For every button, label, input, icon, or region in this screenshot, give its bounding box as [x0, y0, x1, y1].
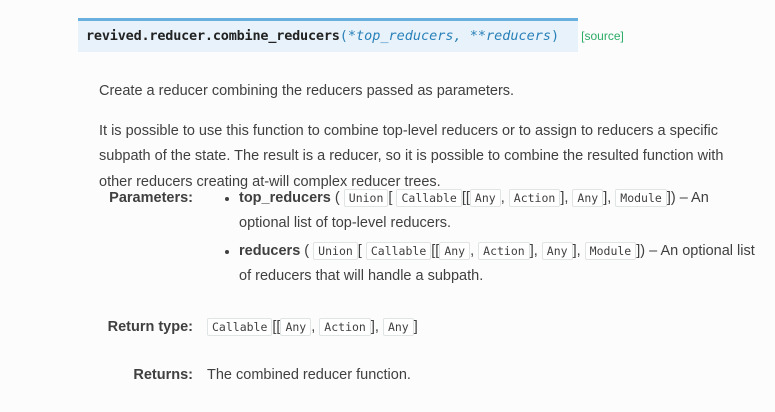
- type-bracket: ],: [529, 243, 538, 259]
- type-bracket: ],: [370, 319, 379, 335]
- type-token: Any: [469, 189, 501, 207]
- parameters-row: Parameters: top_reducers ( Union[ Callab…: [99, 186, 759, 289]
- type-bracket: [[: [431, 243, 440, 259]
- signature-parameters: *top_reducers, **reducers: [347, 28, 552, 44]
- type-token: Any: [280, 318, 312, 336]
- type-bracket: ]: [666, 190, 671, 206]
- parameter-description: An optional list of reducers that will h…: [239, 243, 755, 284]
- type-token: Action: [478, 242, 530, 260]
- type-comma: ,: [311, 319, 316, 335]
- type-bracket: ]: [636, 243, 641, 259]
- type-token: Module: [584, 242, 637, 260]
- list-item: top_reducers ( Union[ Callable[[Any, Act…: [225, 186, 759, 236]
- parameters-label: Parameters:: [109, 190, 193, 206]
- type-token: Union: [343, 189, 389, 207]
- type-token: Any: [382, 318, 414, 336]
- type-bracket: ],: [560, 190, 569, 206]
- description-paragraph-2: It is possible to use this function to c…: [99, 122, 724, 190]
- type-token: Callable: [396, 189, 462, 207]
- param-separator: –: [649, 243, 658, 259]
- type-token: Action: [319, 318, 371, 336]
- type-token: Any: [439, 242, 471, 260]
- type-comma: ,: [470, 243, 475, 259]
- description-paragraph-1: Create a reducer combining the reducers …: [99, 82, 515, 99]
- returns-description: The combined reducer function.: [207, 367, 411, 383]
- type-bracket: [[: [461, 190, 470, 206]
- type-bracket: [: [357, 243, 362, 259]
- source-link[interactable]: [source]: [581, 29, 624, 43]
- type-token: Any: [572, 189, 604, 207]
- param-separator: –: [679, 190, 688, 206]
- function-signature-line: revived.reducer.combine_reducers(*top_re…: [86, 27, 624, 46]
- type-open-paren: (: [334, 190, 340, 206]
- returns-label: Returns:: [133, 367, 193, 383]
- return-type-body: Callable[[Any, Action], Any]: [193, 315, 759, 340]
- type-comma: ,: [500, 190, 505, 206]
- signature-open-paren: (: [339, 28, 348, 44]
- returns-row: Returns: The combined reducer function.: [99, 363, 759, 388]
- list-item: reducers ( Union[ Callable[[Any, Action]…: [225, 239, 759, 289]
- function-signature-block: revived.reducer.combine_reducers(*top_re…: [78, 18, 624, 52]
- parameter-name: top_reducers: [239, 190, 331, 206]
- type-bracket: [: [388, 190, 393, 206]
- signature-close-paren: ): [551, 28, 560, 44]
- function-qualified-name: revived.reducer.combine_reducers: [86, 28, 340, 44]
- parameters-body: top_reducers ( Union[ Callable[[Any, Act…: [193, 186, 759, 289]
- type-bracket: ],: [572, 243, 581, 259]
- type-token: Any: [541, 242, 573, 260]
- type-bracket: ],: [603, 190, 612, 206]
- parameter-name: reducers: [239, 243, 301, 259]
- type-close-paren: ): [670, 190, 676, 206]
- return-type-label: Return type:: [107, 319, 193, 335]
- return-type-row: Return type: Callable[[Any, Action], Any…: [99, 315, 759, 340]
- parameter-list: top_reducers ( Union[ Callable[[Any, Act…: [207, 186, 759, 289]
- type-token: Union: [313, 242, 358, 260]
- type-token: Callable: [365, 242, 432, 260]
- type-token: Action: [508, 189, 561, 207]
- field-list: Parameters: top_reducers ( Union[ Callab…: [99, 186, 759, 388]
- parameter-description: An optional list of top-level reducers.: [239, 190, 709, 231]
- type-bracket: ]: [413, 319, 418, 335]
- type-bracket: [[: [272, 319, 281, 335]
- type-token: Module: [615, 189, 667, 207]
- type-close-paren: ): [640, 243, 646, 259]
- type-token: Callable: [207, 318, 273, 336]
- type-open-paren: (: [304, 243, 310, 259]
